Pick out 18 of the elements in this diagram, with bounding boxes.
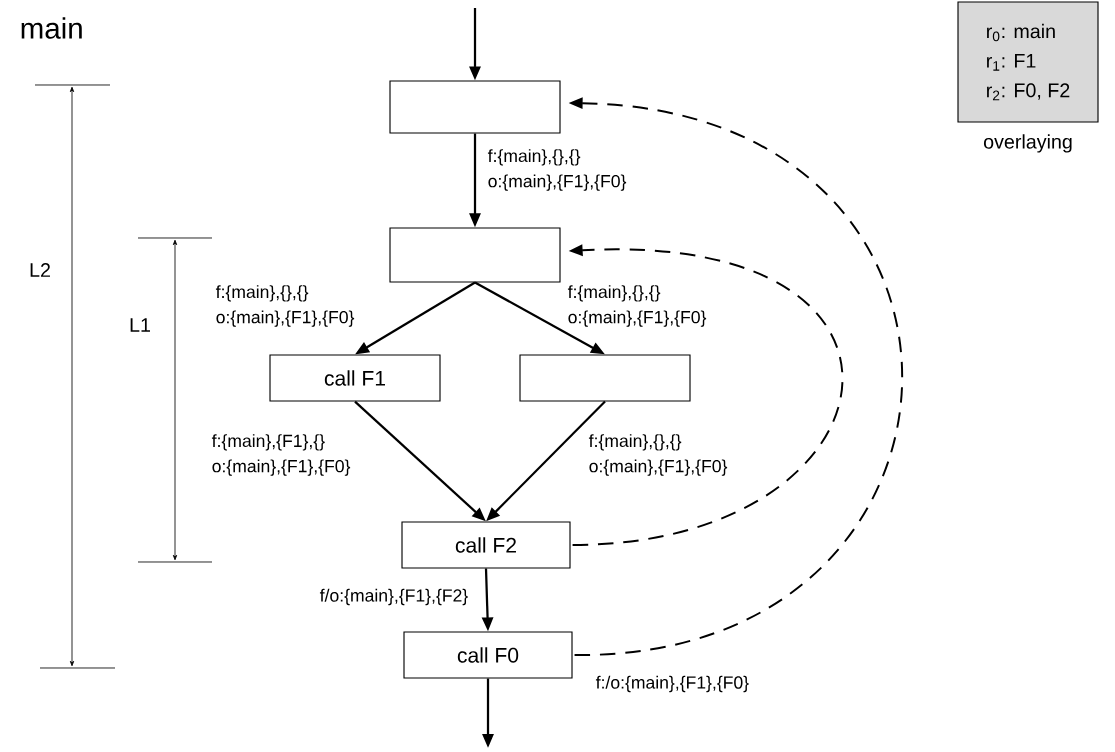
block-box bbox=[389, 227, 561, 283]
block-box bbox=[519, 354, 691, 402]
edge-label: f:/o:{main},{F1},{F0} bbox=[595, 675, 749, 693]
register-box: r$_{0}$: main r$_{1}$: F1 r$_{2}$: F0, F2 bbox=[957, 1, 1099, 123]
edge-label: f:{main},{},{} o:{main},{F1},{F0} bbox=[215, 285, 355, 327]
edge-label: f/o:{main},{F1},{F2} bbox=[319, 588, 468, 606]
box-caption: overlaying bbox=[983, 134, 1072, 153]
diagram-title: main bbox=[21, 17, 82, 39]
edge-label: f:{main},{F1},{} o:{main},{F1},{F0} bbox=[211, 434, 351, 476]
dimension-label: L2 bbox=[30, 263, 50, 277]
dimension-label: L1 bbox=[130, 318, 150, 332]
edge-label: f:{main},{},{} o:{main},{F1},{F0} bbox=[487, 149, 627, 191]
block-box: call F1 bbox=[269, 354, 441, 402]
block-box: call F2 bbox=[401, 521, 571, 569]
block-box: call F0 bbox=[403, 631, 573, 679]
block-box bbox=[389, 80, 561, 134]
edge-label: f:{main},{},{} o:{main},{F1},{F0} bbox=[588, 434, 728, 476]
edge-label: f:{main},{},{} o:{main},{F1},{F0} bbox=[567, 285, 707, 327]
